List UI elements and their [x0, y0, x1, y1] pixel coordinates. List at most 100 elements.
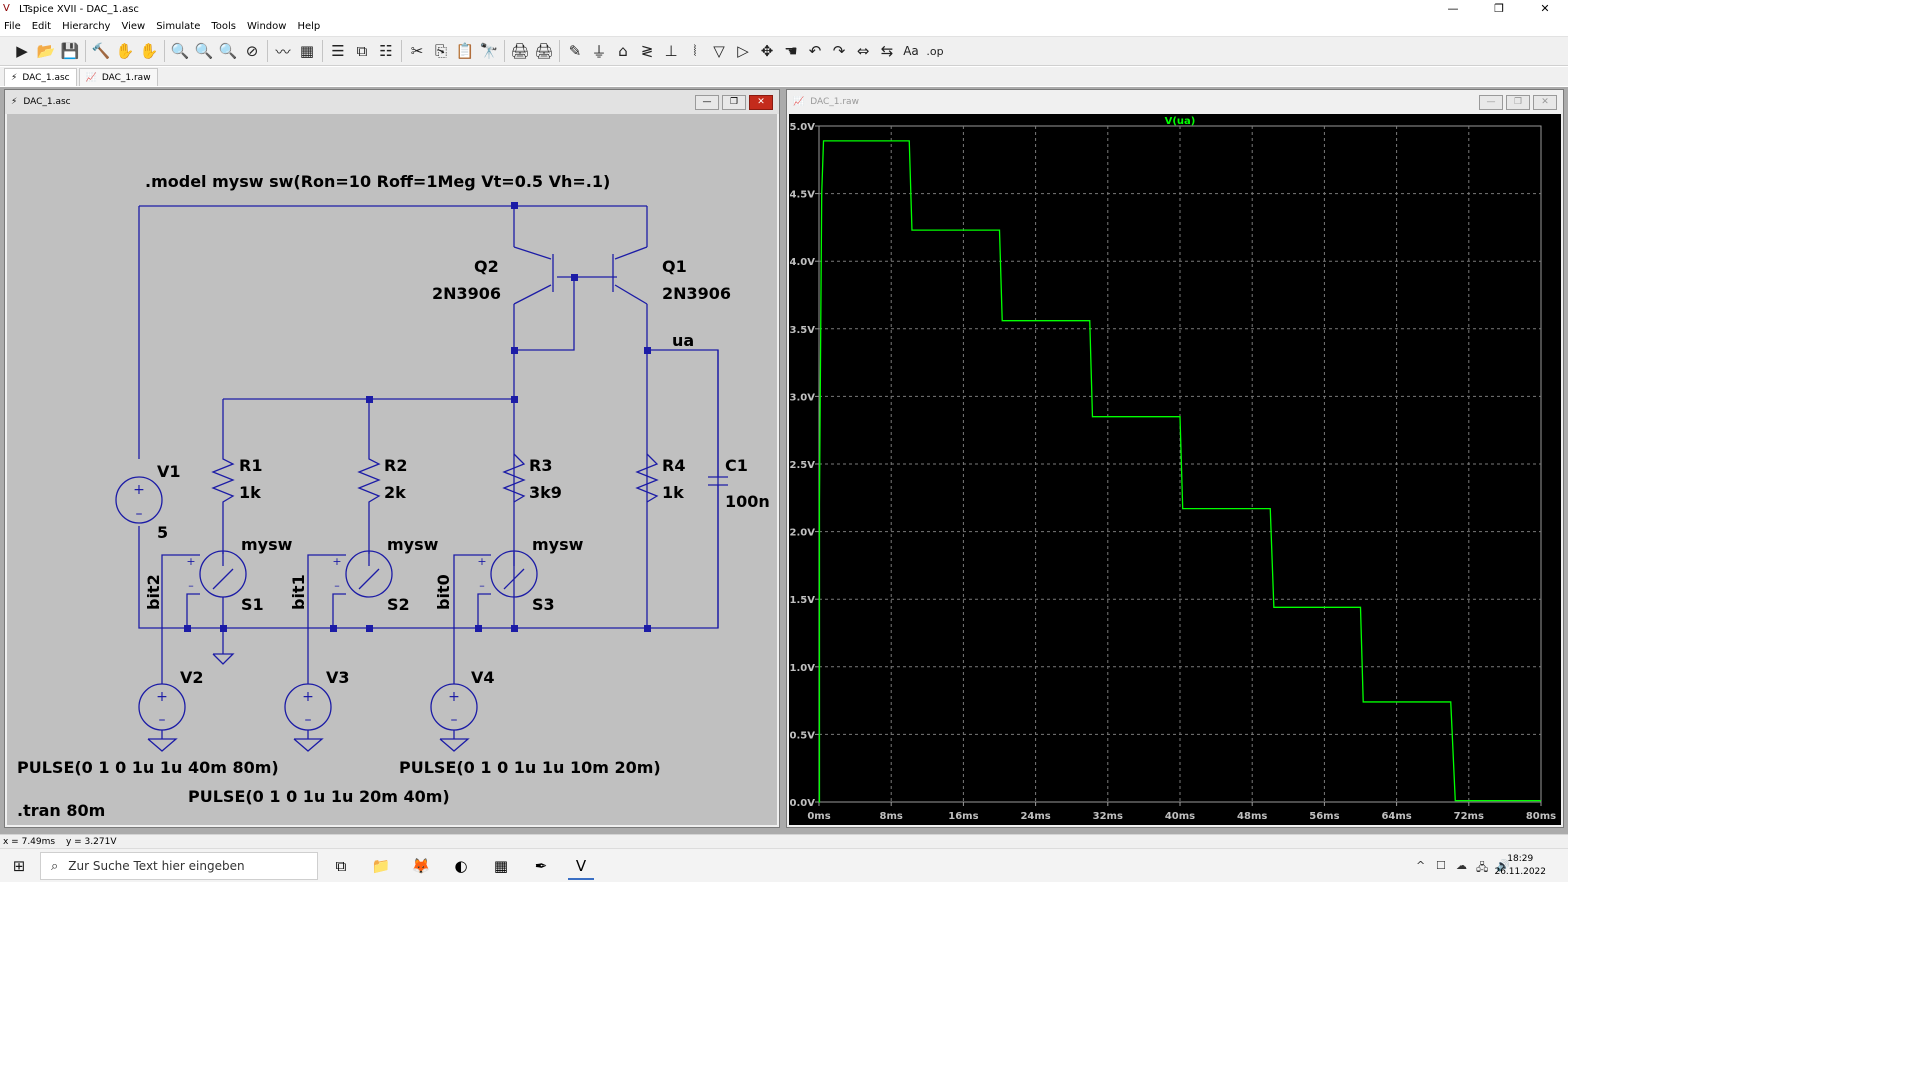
save-icon[interactable]: 💾: [60, 42, 80, 60]
control-panel-icon[interactable]: 🔨: [91, 42, 111, 60]
cascade-icon[interactable]: ⧉: [356, 42, 368, 60]
s1-ref: S1: [241, 595, 264, 614]
s3-minus: –: [479, 579, 485, 592]
network-icon[interactable]: 🖧: [1476, 861, 1489, 874]
firefox-icon[interactable]: 🦊: [411, 857, 431, 875]
menu-hierarchy[interactable]: Hierarchy: [62, 21, 111, 32]
open-icon[interactable]: 📂: [36, 42, 56, 60]
taskbar-search-input[interactable]: ⌕ Zur Suche Text hier eingeben: [40, 852, 318, 880]
close-button[interactable]: ✕: [1540, 2, 1550, 15]
v1-plus: +: [133, 482, 145, 498]
schematic-window[interactable]: ⚡ DAC_1.asc — ❐ ✕: [4, 89, 780, 828]
schematic-canvas[interactable]: + – + – + – + – + – + – + – .model mysw …: [7, 114, 777, 825]
move-icon[interactable]: ✥: [760, 42, 774, 60]
sync-app-icon[interactable]: ◐: [454, 857, 468, 875]
trace-label-vua[interactable]: V(ua): [1165, 116, 1196, 127]
y-tick-label: 2.0V: [790, 528, 816, 539]
minimize-button[interactable]: —: [1479, 95, 1503, 110]
net-label-ua[interactable]: ua: [672, 331, 694, 350]
menu-file[interactable]: File: [4, 21, 21, 32]
restore-button[interactable]: ❐: [722, 95, 746, 110]
minimize-button[interactable]: —: [695, 95, 719, 110]
menu-help[interactable]: Help: [297, 21, 321, 32]
pen-app-icon[interactable]: ✒: [534, 857, 548, 875]
draw-wire-icon[interactable]: ✎: [568, 42, 582, 60]
tray-device-icon[interactable]: ☐: [1436, 859, 1446, 872]
document-tabs: ⚡ DAC_1.asc 📈 DAC_1.raw: [0, 67, 1568, 86]
tab-dac-raw[interactable]: 📈 DAC_1.raw: [78, 68, 158, 86]
diode-icon[interactable]: ▽: [713, 42, 725, 60]
net-label-bit2[interactable]: bit2: [144, 574, 163, 610]
net-label-bit0[interactable]: bit0: [434, 574, 453, 610]
run-icon[interactable]: ▶: [16, 42, 28, 60]
zoom-area-icon[interactable]: 🔍: [194, 42, 214, 60]
zoom-cancel-icon[interactable]: ⊘: [245, 42, 259, 60]
resistor-icon[interactable]: ≷: [640, 42, 654, 60]
copy-icon[interactable]: ⎘: [434, 42, 447, 60]
task-view-icon[interactable]: ⧉: [335, 857, 347, 875]
tray-overflow-icon[interactable]: ^: [1416, 859, 1426, 872]
cursor-y-readout: y = 3.271V: [65, 837, 117, 847]
capacitor-icon[interactable]: ⊥: [664, 42, 678, 60]
file-explorer-icon[interactable]: 📁: [371, 857, 391, 875]
ltspice-app-icon: Ⅴ: [3, 3, 10, 14]
tile-vertical-icon[interactable]: ☷: [379, 42, 393, 60]
menu-tools[interactable]: Tools: [211, 21, 237, 32]
v3-minus: –: [305, 712, 312, 728]
schematic-icon: ⚡: [11, 97, 18, 107]
halt-icon[interactable]: ✋: [115, 42, 135, 60]
onedrive-icon[interactable]: ☁: [1456, 859, 1467, 872]
rotate-icon[interactable]: ⇔: [856, 42, 870, 60]
pan-hand-icon[interactable]: ✋: [139, 42, 159, 60]
minimize-button[interactable]: —: [1447, 2, 1459, 15]
spice-directive-icon[interactable]: .op: [926, 44, 944, 58]
zoom-out-icon[interactable]: 🔍: [218, 42, 238, 60]
s1-model: mysw: [241, 535, 293, 554]
tab-dac-asc[interactable]: ⚡ DAC_1.asc: [4, 68, 77, 86]
net-label-bit1[interactable]: bit1: [289, 574, 308, 610]
redo-icon[interactable]: ↷: [832, 42, 846, 60]
menu-view[interactable]: View: [121, 21, 146, 32]
taskbar: ⊞ ⌕ Zur Suche Text hier eingeben ⧉ 📁 🦊 ◐ ▦ ✒ Ⅴ…: [0, 848, 1568, 882]
toolbar-separator: [322, 40, 323, 62]
undo-icon[interactable]: ↶: [808, 42, 822, 60]
ground-icon[interactable]: ⏚: [591, 42, 607, 61]
volume-icon[interactable]: 🔊: [1496, 859, 1510, 872]
waveform-window-title: DAC_1.raw: [810, 97, 859, 107]
ltspice-icon[interactable]: Ⅴ: [568, 854, 594, 880]
close-button[interactable]: ✕: [1533, 95, 1557, 110]
schematic-window-caption: ⚡ DAC_1.asc — ❐ ✕: [5, 90, 779, 114]
find-icon[interactable]: 🔭: [479, 42, 499, 60]
paste-icon[interactable]: 📋: [455, 42, 475, 60]
component-icon[interactable]: ▷: [737, 42, 749, 60]
tile-horizontal-icon[interactable]: ☰: [331, 42, 345, 60]
clock[interactable]: 18:29 26.11.2022: [1494, 853, 1546, 879]
drag-icon[interactable]: ☚: [784, 42, 798, 60]
windows-start-icon[interactable]: ⊞: [12, 857, 26, 875]
zoom-in-icon[interactable]: 🔍: [170, 42, 190, 60]
window-title: LTspice XVII - DAC_1.asc: [19, 3, 139, 15]
print-icon[interactable]: 🖨: [510, 42, 530, 60]
inductor-icon[interactable]: ⦚: [693, 42, 697, 60]
text-icon[interactable]: Aa: [903, 44, 919, 58]
x-tick-label: 16ms: [948, 811, 978, 822]
menu-window[interactable]: Window: [247, 21, 287, 32]
y-tick-label: 2.5V: [790, 460, 816, 471]
restore-button[interactable]: ❐: [1506, 95, 1530, 110]
y-tick-label: 3.5V: [790, 325, 816, 336]
cut-icon[interactable]: ✂: [410, 42, 424, 60]
maximize-button[interactable]: ❐: [1494, 2, 1504, 15]
mirror-icon[interactable]: ⇆: [880, 42, 894, 60]
menu-edit[interactable]: Edit: [31, 21, 52, 32]
clear-plot-icon[interactable]: ▦: [299, 42, 315, 60]
label-net-icon[interactable]: ⌂: [618, 42, 628, 60]
menu-simulate[interactable]: Simulate: [156, 21, 201, 32]
model-directive[interactable]: .model mysw sw(Ron=10 Roff=1Meg Vt=0.5 V…: [145, 172, 610, 191]
close-button[interactable]: ✕: [749, 95, 773, 110]
tran-directive[interactable]: .tran 80m: [17, 801, 105, 820]
autorange-icon[interactable]: 〰: [275, 42, 291, 61]
calculator-icon[interactable]: ▦: [493, 857, 509, 875]
print-preview-icon[interactable]: 🖨: [534, 42, 554, 60]
